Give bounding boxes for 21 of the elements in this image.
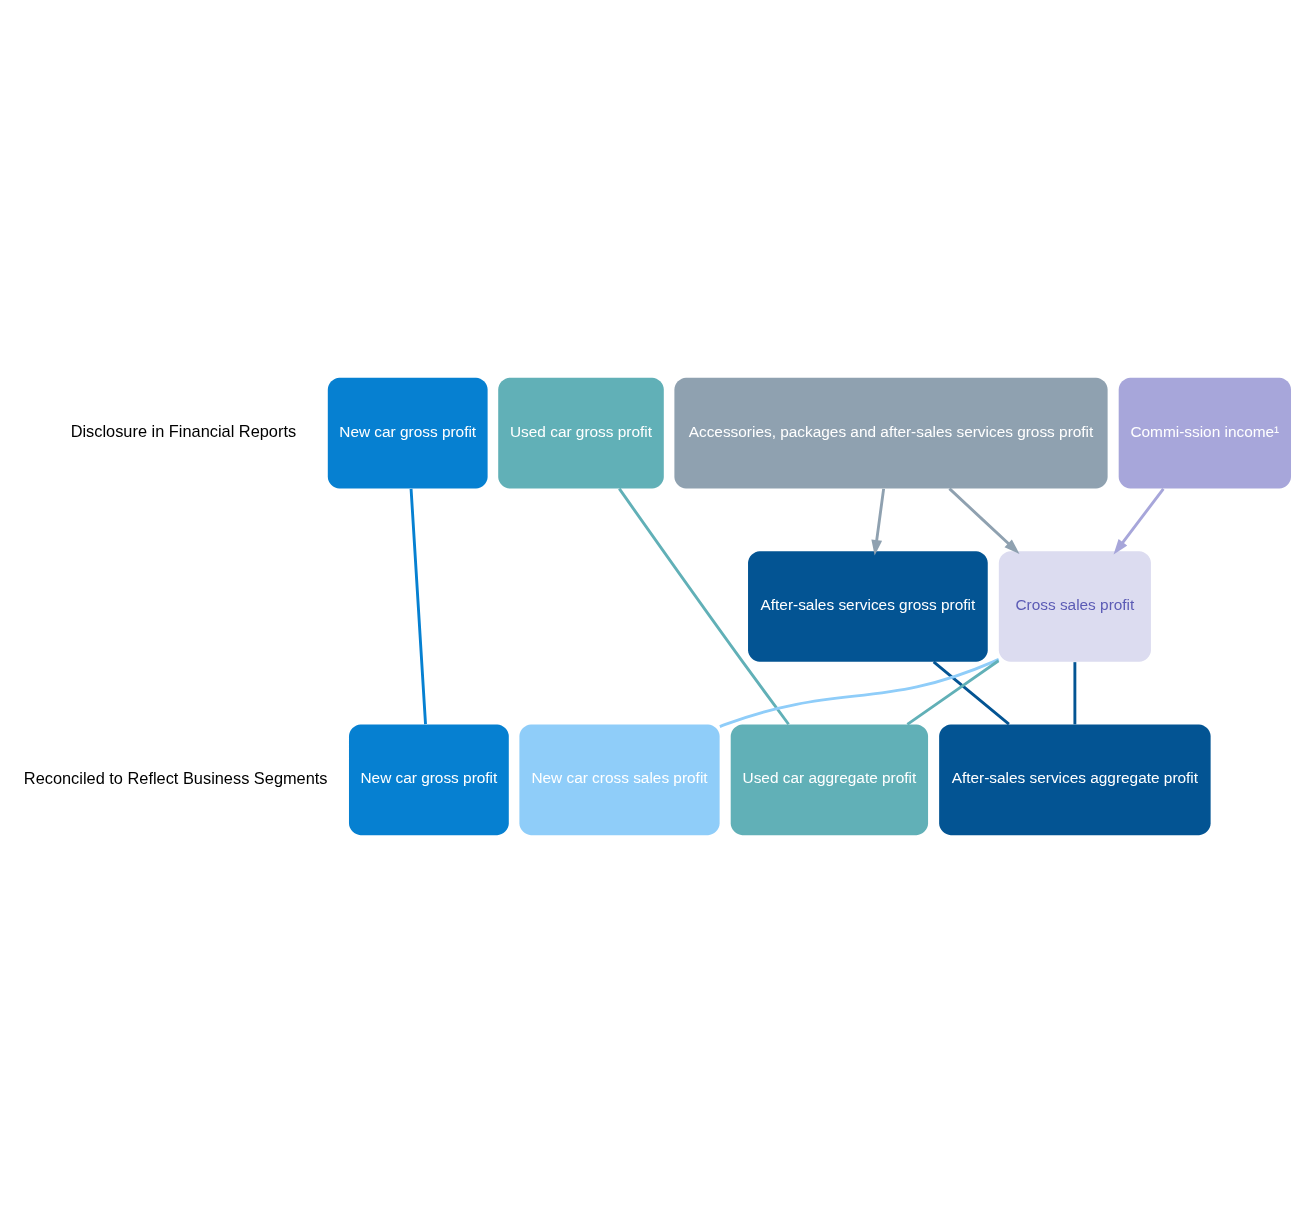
node-box: Accessories, packages and after-sales services gross profit (674, 377, 1108, 489)
node-box: Commi-ssion income¹ (1118, 377, 1291, 489)
connector (719, 657, 1000, 728)
connector (932, 660, 1010, 725)
node-box: Used car gross profit (498, 377, 664, 489)
node-box: Used car aggregate profit (730, 723, 929, 835)
node-box: New car cross sales profit (519, 723, 720, 835)
node-box: After-sales services aggregate profit (939, 723, 1211, 835)
node-box: After-sales services gross profit (748, 550, 988, 662)
connector (906, 659, 1000, 726)
node-box: Cross sales profit (998, 550, 1151, 662)
arrow (948, 487, 1020, 554)
connector (618, 487, 790, 725)
arrow (1113, 487, 1165, 555)
label: Disclosure in Financial Reports (70, 421, 297, 440)
node-box: New car gross profit (349, 723, 509, 835)
label: Reconciled to Reflect Business Segments (23, 768, 328, 787)
connector (1073, 661, 1077, 724)
node-box: New car gross profit (327, 377, 488, 489)
connector (409, 488, 427, 724)
arrow (871, 488, 886, 555)
